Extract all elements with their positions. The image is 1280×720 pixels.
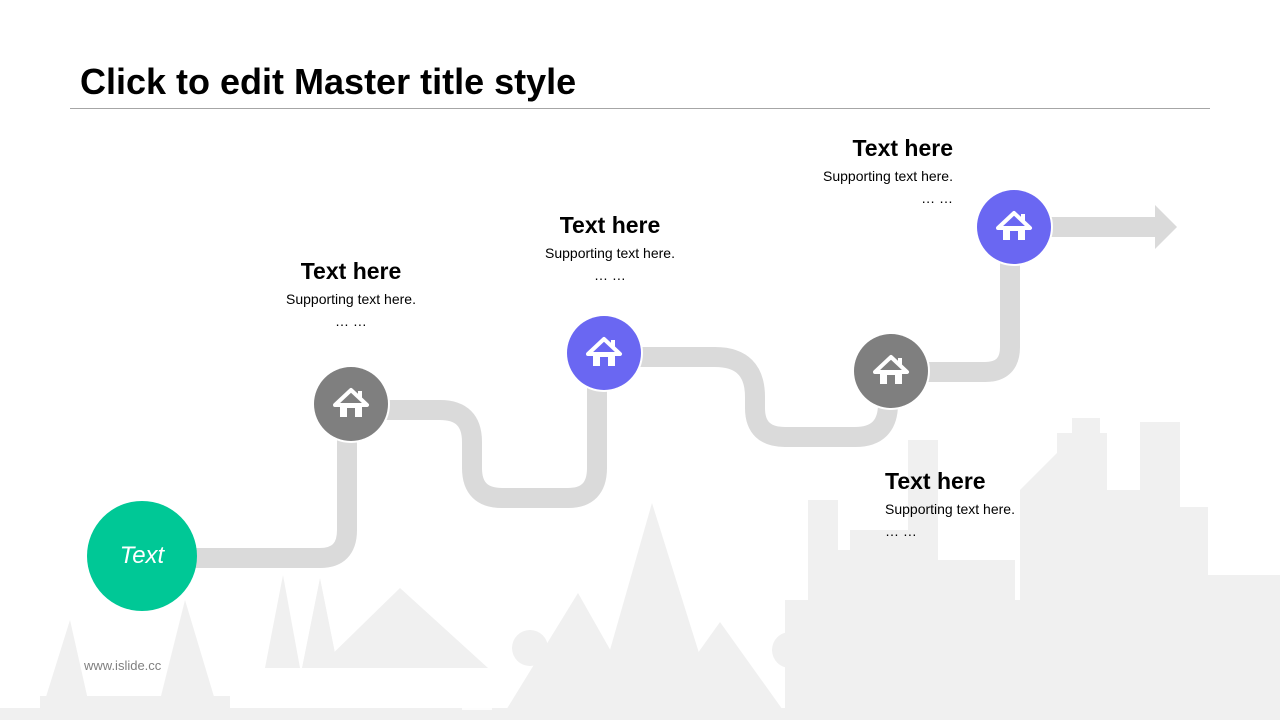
milestone-support[interactable]: Supporting text here. [286,291,416,307]
footer-url: www.islide.cc [84,658,162,673]
start-node-label: Text [119,542,165,569]
road-path [190,405,357,568]
milestone-support[interactable]: Supporting text here. [885,501,1015,517]
milestone-title[interactable]: Text here [559,212,661,238]
road-path [352,355,607,508]
milestone-support[interactable]: Supporting text here. [545,245,675,261]
milestone-node-2[interactable] [565,314,643,392]
milestone-node-4[interactable] [975,188,1053,266]
road-path [605,347,898,447]
milestone-support[interactable]: Supporting text here. [823,168,953,184]
milestone-ellipsis: … … [921,190,953,206]
milestone-label-4: Text here Supporting text here. … … [733,133,953,209]
milestone-node-3[interactable] [852,332,930,410]
start-node[interactable] [87,501,197,611]
milestone-title[interactable]: Text here [300,258,402,284]
milestone-title[interactable]: Text here [885,468,986,494]
road-path [892,228,1020,382]
title-divider [70,108,1210,109]
slide-title[interactable]: Click to edit Master title style [80,61,577,102]
milestone-label-2: Text here Supporting text here. … … [500,210,720,286]
milestone-node-1[interactable] [312,365,390,443]
milestone-label-1: Text here Supporting text here. … … [241,256,461,332]
milestone-ellipsis: … … [594,267,626,283]
milestone-ellipsis: … … [885,523,917,539]
arrow-right-icon [1015,205,1177,249]
milestone-ellipsis: … … [335,313,367,329]
milestone-title[interactable]: Text here [852,135,953,161]
milestone-label-3: Text here Supporting text here. … … [885,466,1105,542]
